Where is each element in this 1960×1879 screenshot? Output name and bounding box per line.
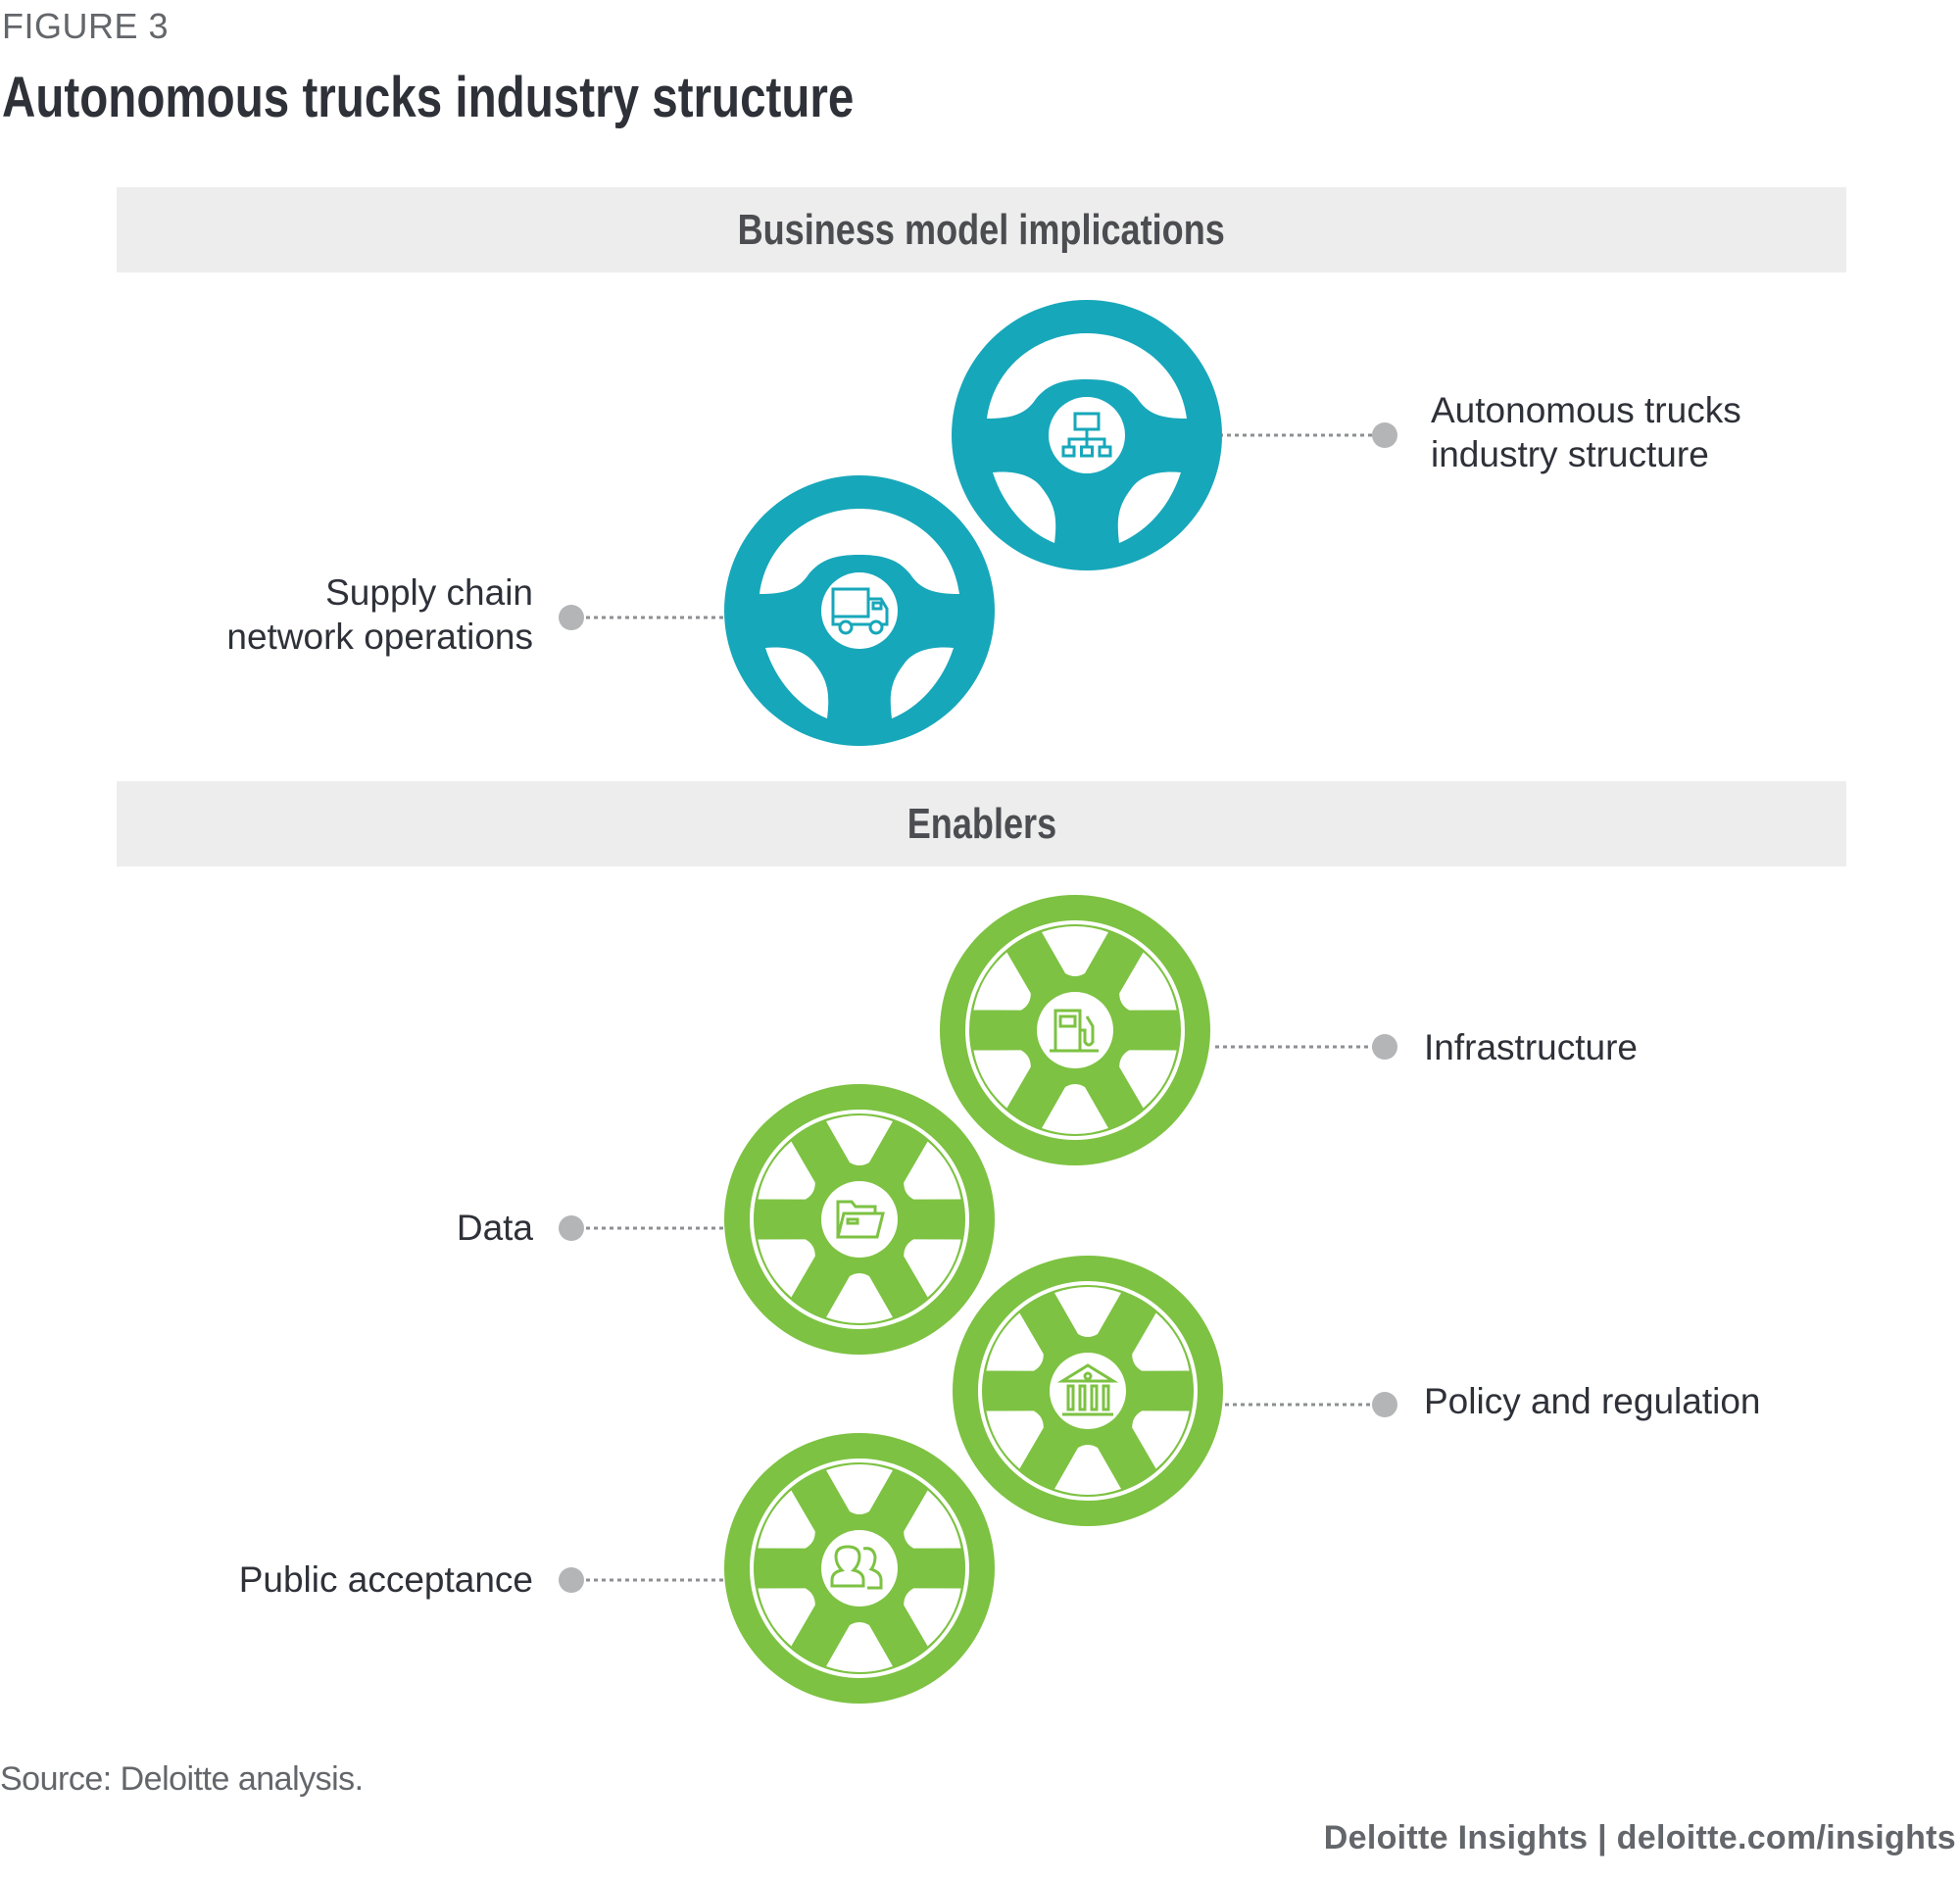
label-line: Data <box>456 1208 533 1248</box>
connectors <box>586 433 1384 1582</box>
rim-wheel-infrastructure <box>938 893 1212 1167</box>
label-line: network operations <box>226 617 533 657</box>
source-note: Source: Deloitte analysis. <box>0 1760 364 1798</box>
connector-dot <box>559 605 584 630</box>
steering-wheel-supply-chain <box>724 475 995 746</box>
fuel-pump-icon <box>1050 1009 1099 1053</box>
steering-wheel-industry-structure <box>952 300 1222 570</box>
label-line: industry structure <box>1431 434 1709 474</box>
label-data: Data <box>457 1206 533 1250</box>
label-line: Infrastructure <box>1424 1027 1638 1067</box>
rim-wheel-data <box>722 1082 997 1357</box>
label-line: Autonomous trucks <box>1431 390 1741 430</box>
figure-title: Autonomous trucks industry structure <box>2 66 855 129</box>
connector-dot <box>559 1215 584 1241</box>
folder-icon <box>836 1200 885 1239</box>
connector-dot <box>1372 1034 1397 1060</box>
label-infrastructure: Infrastructure <box>1424 1025 1638 1069</box>
label-line: Public acceptance <box>238 1559 533 1600</box>
section-header-enablers: Enablers <box>117 781 1846 866</box>
section-header-business-model: Business model implications <box>117 187 1846 272</box>
truck-icon <box>831 587 889 635</box>
connector-dot <box>1372 422 1397 448</box>
connector-dot <box>559 1567 584 1593</box>
label-public-acceptance: Public acceptance <box>239 1558 533 1602</box>
figure-label: FIGURE 3 <box>2 6 170 46</box>
rim-wheel-policy <box>951 1254 1225 1528</box>
section-heading: Business model implications <box>737 205 1226 254</box>
section-heading: Enablers <box>906 799 1056 848</box>
rim-wheel-public-acceptance <box>722 1431 997 1706</box>
label-industry-structure: Autonomous trucks industry structure <box>1431 388 1741 476</box>
label-supply-chain: Supply chain network operations <box>226 570 533 659</box>
footer-credit: Deloitte Insights | deloitte.com/insight… <box>1323 1819 1956 1856</box>
label-line: Policy and regulation <box>1424 1381 1761 1421</box>
label-line: Supply chain <box>325 572 533 613</box>
people-icon <box>830 1545 883 1590</box>
label-policy: Policy and regulation <box>1424 1379 1761 1423</box>
connector-dot <box>1372 1392 1397 1417</box>
org-chart-icon <box>1061 412 1112 458</box>
government-building-icon <box>1056 1363 1119 1416</box>
